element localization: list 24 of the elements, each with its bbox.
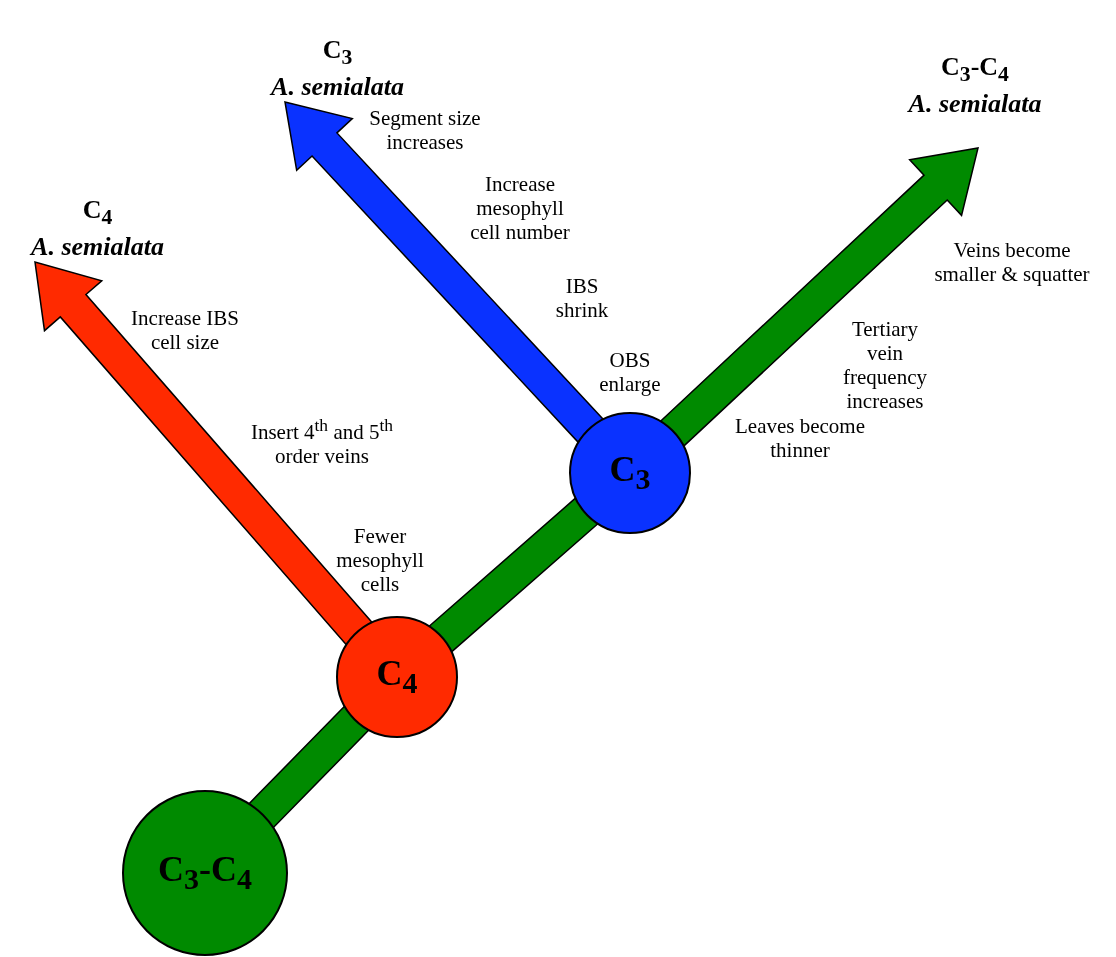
trait-change-label: Leaves become thinner: [734, 414, 866, 462]
node-label: C$_{3}$-C$_{4}$: [158, 851, 252, 895]
species-name: A. semialata: [271, 72, 404, 103]
arrow: [659, 147, 979, 447]
trait-change-label: Segment size increases: [368, 106, 482, 154]
arrow: [428, 497, 599, 653]
trait-change-label: Tertiary vein frequency increases: [842, 317, 928, 413]
pathway-type: C$_{3}$-C$_{4}$: [941, 52, 1009, 89]
arrow: [284, 101, 604, 444]
node-label: C$_{4}$: [376, 655, 418, 699]
trait-change-label: Fewer mesophyll cells: [335, 524, 425, 596]
arrow: [34, 260, 373, 646]
pathway-type: C$_{4}$: [82, 195, 113, 232]
node-label: C$_{3}$: [609, 451, 651, 495]
trait-change-label: Increase IBS cell size: [130, 306, 240, 354]
species-name: A. semialata: [908, 89, 1042, 120]
trait-change-label: Veins become smaller & squatter: [933, 238, 1091, 286]
arrow: [247, 705, 370, 829]
trait-change-label: Insert 4$^{th}$ and 5$^{th}$ order veins: [249, 413, 395, 468]
trait-change-label: Increase mesophyll cell number: [469, 172, 571, 244]
trait-change-label: OBS enlarge: [598, 348, 662, 396]
pathway-type: C$_{3}$: [322, 35, 353, 72]
trait-change-label: IBS shrink: [554, 274, 610, 322]
species-name: A. semialata: [31, 232, 164, 263]
